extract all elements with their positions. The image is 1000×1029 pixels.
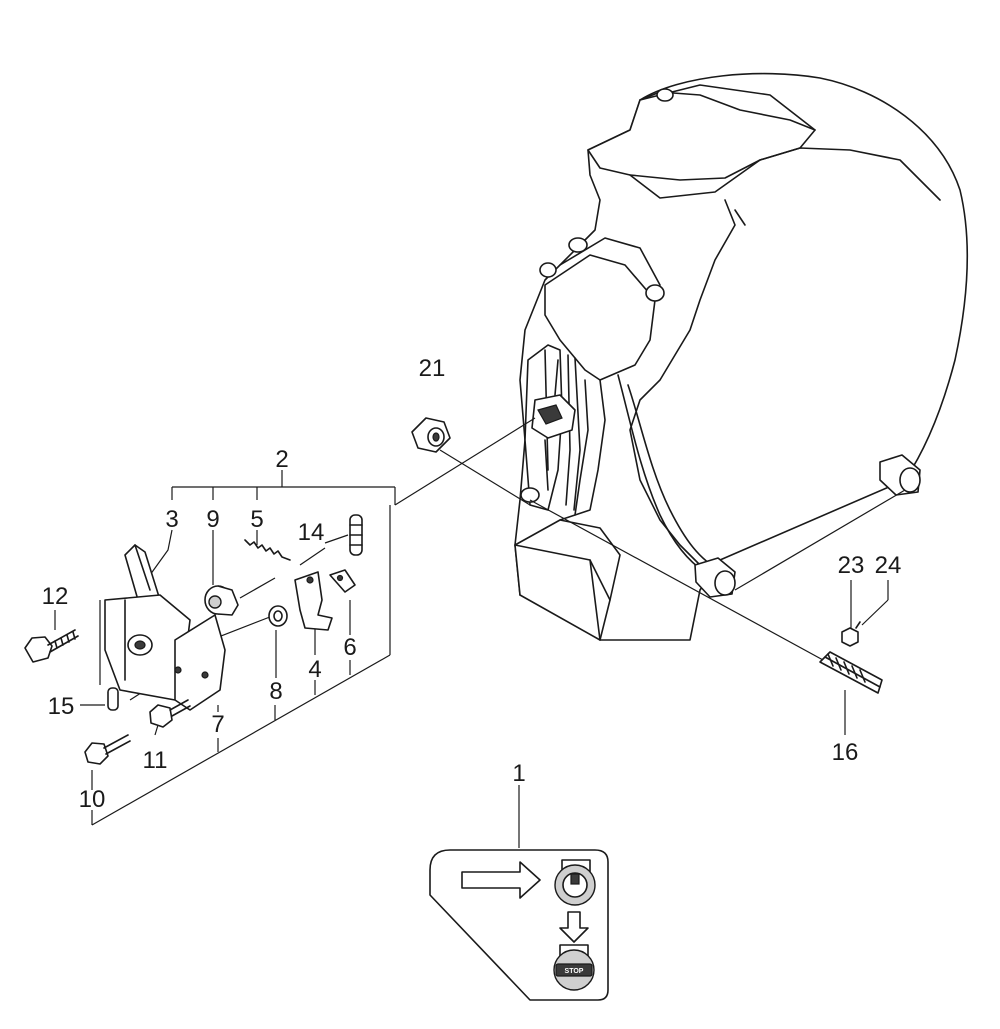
part-9-bushing	[204, 585, 239, 616]
part-11-bolt	[149, 699, 191, 728]
part-21-nut	[411, 417, 451, 453]
callout-4: 4	[308, 656, 321, 683]
callout-11: 11	[143, 747, 168, 774]
part-14-pin	[349, 514, 363, 556]
callout-2: 2	[275, 446, 288, 473]
callout-7: 7	[211, 711, 224, 738]
callout-16: 16	[832, 739, 859, 766]
callout-5: 5	[250, 506, 263, 533]
callout-24: 24	[875, 552, 902, 579]
part-10-bolt	[84, 734, 131, 765]
part-24-pin	[855, 621, 861, 629]
bracket-plate	[104, 594, 226, 711]
part-1-decal: STOP	[429, 849, 609, 1001]
callout-15: 15	[48, 693, 75, 720]
decal-stop-label: STOP	[565, 968, 584, 975]
callout-10: 10	[79, 786, 106, 813]
callout-9: 9	[206, 506, 219, 533]
part-8-washer	[268, 605, 288, 627]
callout-21: 21	[419, 355, 446, 382]
callout-8: 8	[269, 678, 282, 705]
callout-1: 1	[512, 760, 525, 787]
leader-lines	[54, 417, 906, 848]
part-23-nut	[841, 627, 859, 647]
part-12-bolt	[24, 629, 79, 663]
part-15-pin	[107, 687, 119, 711]
callout-3: 3	[165, 506, 178, 533]
callout-23: 23	[838, 552, 865, 579]
part-4-lever-arm	[294, 571, 333, 631]
part-16-rod	[819, 651, 883, 694]
callout-6: 6	[343, 634, 356, 661]
engine-housing	[514, 72, 968, 641]
part-6-link	[329, 569, 356, 593]
callout-labels: 1 2 3 9 5 14 12 6 4 8 15 7 11 10 21 23 2…	[42, 355, 902, 813]
part-5-spring	[244, 539, 291, 561]
callout-14: 14	[298, 519, 325, 546]
callout-12: 12	[42, 583, 69, 610]
